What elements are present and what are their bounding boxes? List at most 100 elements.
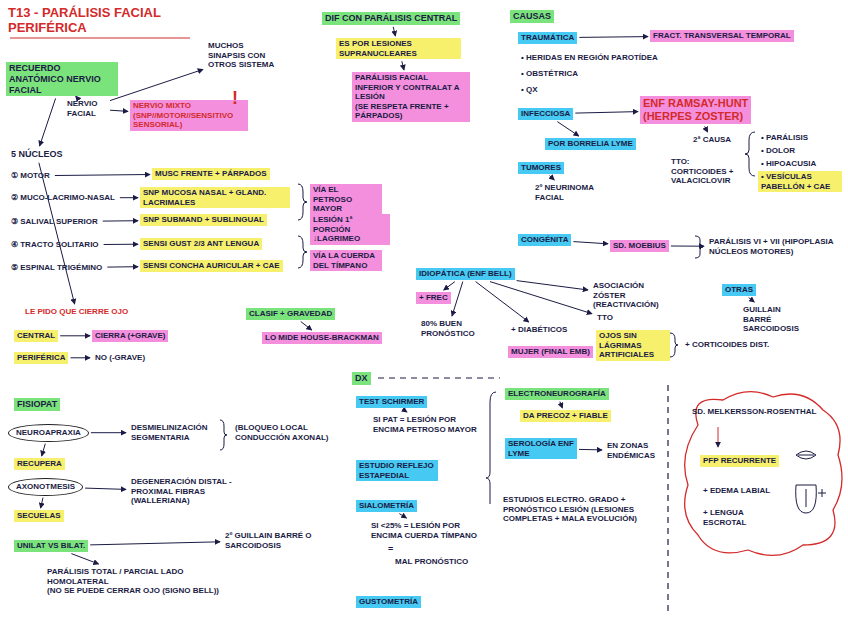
note-box: ENF RAMSAY-HUNT(HERPES ZOSTER) bbox=[640, 96, 751, 124]
node-text: SI <25% = LESIÓN POR ENCIMA CUERDA TÍMPA… bbox=[371, 521, 483, 540]
note-label: ! bbox=[232, 88, 238, 109]
bracket bbox=[220, 420, 227, 450]
note-box: 2º NEURINOMA FACIAL bbox=[532, 182, 604, 203]
node-text: ENF RAMSAY-HUNT bbox=[643, 97, 748, 110]
note-box: FRACT. TRANSVERSAL TEMPORAL bbox=[650, 30, 794, 42]
node-text: SENSI CONCHA AURICULAR + CAE bbox=[143, 261, 280, 271]
bracket bbox=[298, 236, 307, 268]
node-text: • DOLOR bbox=[761, 146, 795, 156]
note-box: ⑤ ESPINAL TRIGÉMINO bbox=[8, 262, 105, 274]
node-text: PERIFÉRICA bbox=[17, 353, 65, 363]
note-box: PFP RECURRENTE bbox=[700, 455, 779, 467]
arrow-connector bbox=[579, 36, 648, 38]
note-box: ESTUDIO REFLEJO ESTAPEDIAL bbox=[356, 460, 438, 481]
node-text: TUMORES bbox=[521, 163, 561, 173]
note-box: LESIÓN 1ª PORCIÓN ↓LAGRIMEO bbox=[310, 214, 390, 245]
note-box: POR BORRELIA LYME bbox=[545, 138, 636, 150]
arrow-connector bbox=[671, 246, 704, 247]
node-text: ③ SALIVAL SUPERIOR bbox=[11, 217, 98, 227]
arrow-connector bbox=[550, 176, 555, 180]
node-text: SIALOMETRÍA bbox=[359, 501, 414, 511]
arrow-connector bbox=[444, 282, 455, 290]
node-text: TEST SCHIRMER bbox=[359, 397, 424, 407]
arrow-connector bbox=[575, 112, 638, 114]
note-text: (SE RESPETA FRENTE + PÁRPADOS) bbox=[355, 102, 467, 121]
node-text: DEGENERACIÓN DISTAL - PROXIMAL FIBRAS (W… bbox=[131, 477, 245, 506]
node-text: MUSC FRENTE + PÁRPADOS bbox=[155, 169, 267, 179]
note-box: • QX bbox=[518, 84, 541, 96]
node-text: SD. MOEBIUS bbox=[613, 241, 666, 251]
arrow-connector bbox=[90, 542, 220, 545]
node-text: 2º NEURINOMA FACIAL bbox=[535, 183, 601, 202]
bracket bbox=[486, 392, 496, 504]
note-box: PERIFÉRICA bbox=[14, 352, 68, 364]
node-text: MAL PRONÓSTICO bbox=[395, 557, 468, 567]
note-box: TTO: CORTICOIDES + VALACICLOVIR bbox=[668, 156, 740, 187]
node-text: ⑤ ESPINAL TRIGÉMINO bbox=[11, 263, 102, 273]
node-text: • OBSTÉTRICA bbox=[521, 69, 578, 79]
node-text: + EDEMA LABIAL bbox=[703, 486, 770, 496]
node-text: UNILAT VS BILAT. bbox=[17, 541, 85, 551]
arrow-connector bbox=[402, 61, 404, 70]
note-box: • PARÁLISIS bbox=[758, 132, 811, 144]
arrow-connector bbox=[705, 126, 708, 132]
note-box: ④ TRACTO SOLITARIO bbox=[8, 239, 102, 251]
node-text: OJOS SIN LÁGRIMAS ARTIFICIALES bbox=[599, 331, 667, 360]
node-text: ASOCIACIÓN ZÓSTER (REACTIVACIÓN) bbox=[593, 281, 665, 310]
dashed-line bbox=[667, 385, 668, 615]
note-box: NERVIO MIXTO(SNP//MOTOR//SENSITIVO SENSO… bbox=[130, 100, 248, 131]
node-text: DX bbox=[355, 373, 368, 384]
note-box: TRAUMÁTICA bbox=[518, 32, 577, 44]
node-text: PARÁLISIS FACIAL INFERIOR Y CONTRALAT A … bbox=[355, 73, 467, 102]
node-text: VÍA LA CUERDA DEL TÍMPANO bbox=[313, 251, 379, 270]
note-box: GUSTOMETRÍA bbox=[356, 596, 421, 608]
node-text: NEUROAPRAXIA bbox=[16, 428, 81, 438]
arrow-connector bbox=[393, 27, 395, 36]
node-text: (BLOQUEO LOCAL CONDUCCIÓN AXONAL) bbox=[235, 423, 329, 442]
node-text: PARÁLISIS TOTAL / PARCIAL LADO HOMOLATER… bbox=[47, 567, 241, 586]
note-box: IDIOPÁTICA (ENF BELL) bbox=[416, 268, 515, 280]
note-box: 2ª CAUSA bbox=[690, 134, 734, 146]
note-box: 80% BUEN PRONÓSTICO bbox=[418, 318, 478, 339]
node-text: • HIPOACUSIA bbox=[761, 159, 816, 169]
note-box: LO MIDE HOUSE-BRACKMAN bbox=[262, 332, 382, 344]
note-box: SI PAT = LESIÓN POR ENCIMA PETROSO MAYOR bbox=[370, 414, 482, 435]
arrow-connector bbox=[71, 554, 98, 564]
note-box: FISIOPAT bbox=[14, 398, 60, 411]
arrow-connector bbox=[517, 281, 588, 290]
note-box: 2º GUILLAIN BARRÉ O SARCOIDOSIS bbox=[222, 530, 322, 551]
node-text: DESMIELINIZACIÓN SEGMENTARIA bbox=[131, 423, 213, 442]
note-box: ESTUDIOS ELECTRO. GRADO + PRONÓSTICO LES… bbox=[500, 494, 650, 525]
note-box: DX bbox=[352, 372, 371, 385]
note-box: TTO bbox=[594, 312, 616, 324]
node-text: NO (-GRAVE) bbox=[95, 353, 145, 363]
arrow-connector bbox=[85, 488, 126, 489]
dashed-line bbox=[378, 377, 500, 378]
note-box: • DOLOR bbox=[758, 145, 798, 157]
node-text: OTRAS bbox=[725, 285, 753, 295]
node-text: POR BORRELIA LYME bbox=[548, 139, 633, 149]
node-text: RECUPERA bbox=[17, 459, 62, 469]
note-box: TEST SCHIRMER bbox=[356, 396, 427, 408]
node-text: 5 NÚCLEOS bbox=[11, 149, 63, 160]
note-box: CIERRA (+GRAVE) bbox=[92, 330, 168, 342]
note-box: TUMORES bbox=[518, 162, 564, 174]
note-box: PARÁLISIS FACIAL INFERIOR Y CONTRALAT A … bbox=[352, 72, 470, 122]
note-box: ② MUCO-LACRIMO-NASAL bbox=[8, 192, 118, 204]
note-box: CLASIF + GRAVEDAD bbox=[246, 308, 335, 320]
note-box: SECUELAS bbox=[14, 510, 64, 522]
note-box: ③ SALIVAL SUPERIOR bbox=[8, 216, 101, 228]
node-text: CIERRA (+GRAVE) bbox=[95, 331, 165, 341]
note-box: AXONOTMESIS bbox=[8, 478, 83, 496]
note-box: SEROLOGÍA ENF LYME bbox=[505, 438, 577, 459]
arrow-connector bbox=[42, 444, 46, 456]
note-box: • OBSTÉTRICA bbox=[518, 68, 581, 80]
note-box: ES POR LESIONES SUPRANUCLEARES bbox=[336, 38, 461, 59]
note-box: + FREC bbox=[416, 292, 451, 304]
note-box: CONGÉNITA bbox=[518, 234, 571, 246]
note-box: INFECCIOSA bbox=[518, 108, 573, 120]
node-text: • QX bbox=[521, 85, 538, 95]
note-box: • HIPOACUSIA bbox=[758, 158, 819, 170]
arrow-connector bbox=[103, 220, 138, 221]
node-text: GUSTOMETRÍA bbox=[359, 597, 418, 607]
